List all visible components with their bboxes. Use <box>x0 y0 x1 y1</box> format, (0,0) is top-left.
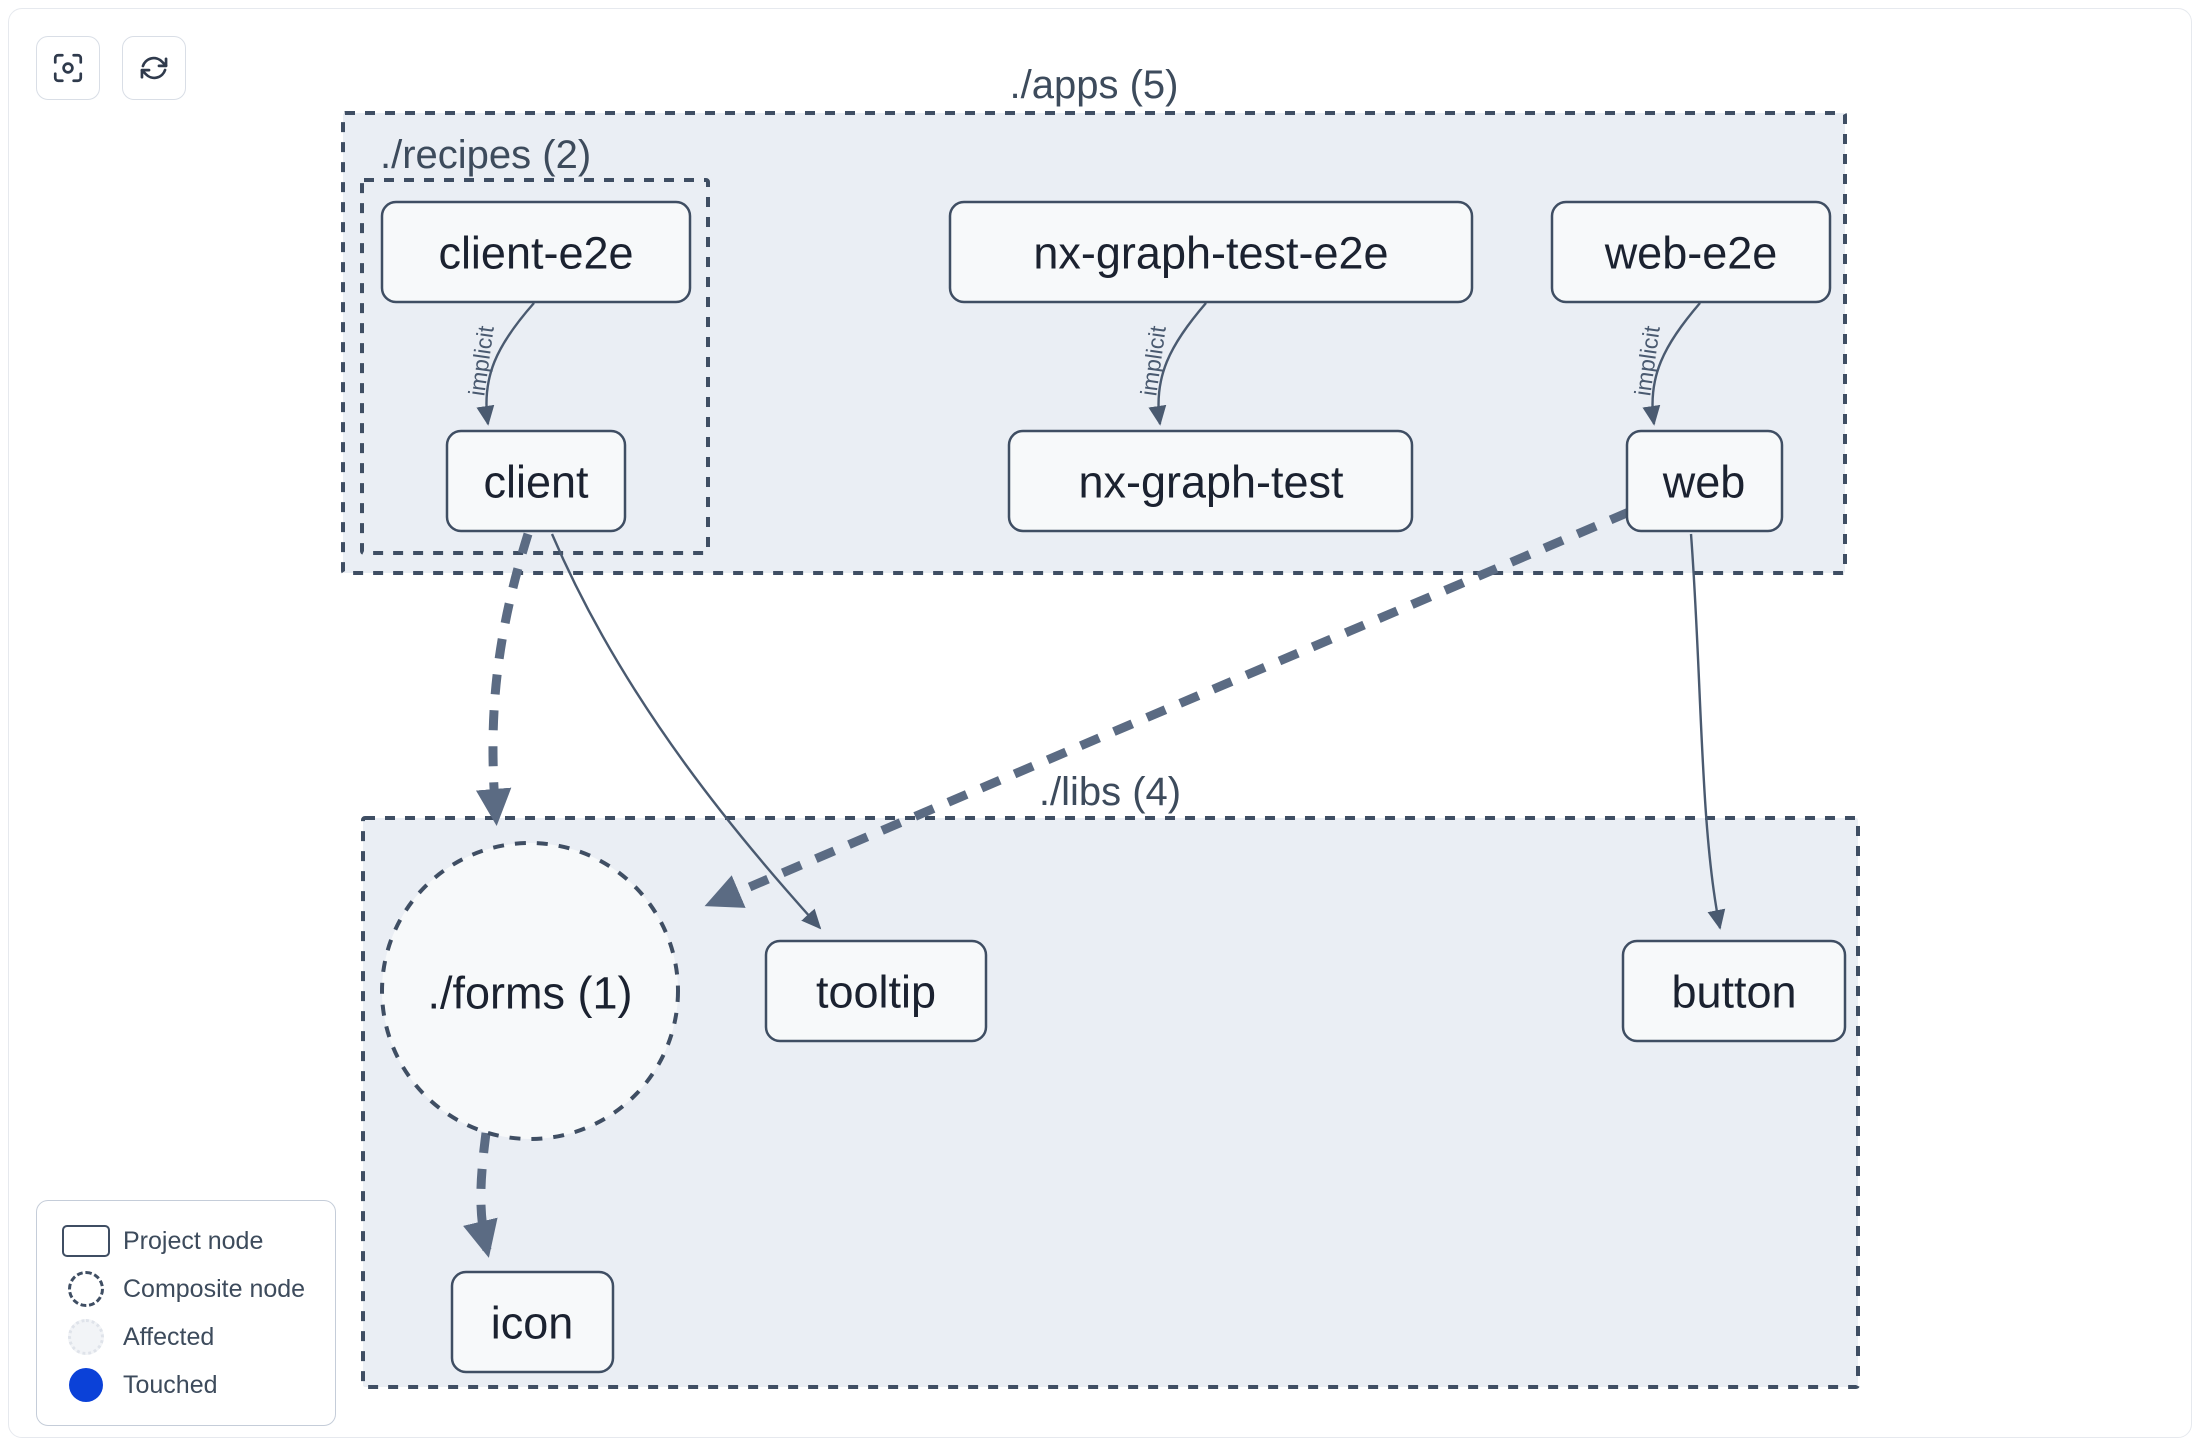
node-button[interactable]: button <box>1621 939 1847 1043</box>
legend-label-composite-node: Composite node <box>123 1274 306 1303</box>
node-icon-label: icon <box>491 1298 574 1349</box>
node-icon-rect[interactable] <box>450 1270 615 1374</box>
node-client-e2e[interactable]: client-e2e <box>380 200 692 304</box>
group-recipes-label: ./recipes (2) <box>380 133 591 177</box>
node-button-rect[interactable] <box>1621 939 1847 1043</box>
node-client[interactable]: client <box>445 429 627 533</box>
focus-target-icon <box>51 51 85 85</box>
node-forms-label: ./forms (1) <box>427 968 632 1019</box>
group-libs[interactable]: ./libs (4) <box>361 770 1860 1389</box>
node-tooltip-label: tooltip <box>816 967 936 1018</box>
legend-label-project-node: Project node <box>123 1226 264 1255</box>
node-nx-graph-test-e2e-label: nx-graph-test-e2e <box>1033 228 1388 279</box>
edge-client-to-tooltip[interactable] <box>550 533 822 930</box>
node-nx-graph-test[interactable]: nx-graph-test <box>1007 429 1414 533</box>
composite-node-swatch <box>55 1271 117 1307</box>
project-node-swatch <box>55 1225 117 1257</box>
graph-legend: Project node Composite node Affected Tou… <box>36 1200 336 1426</box>
node-web-e2e-label: web-e2e <box>1604 228 1778 279</box>
focus-graph-button[interactable] <box>36 36 100 100</box>
node-web-e2e[interactable]: web-e2e <box>1550 200 1832 304</box>
node-client-e2e-rect[interactable] <box>380 200 692 304</box>
legend-item-touched: Touched <box>55 1361 317 1409</box>
group-libs-rect[interactable] <box>361 816 1860 1389</box>
edge-web-to-button[interactable] <box>1689 533 1726 930</box>
edge-client-e2e-to-client-path[interactable] <box>476 302 535 426</box>
node-web-rect[interactable] <box>1625 429 1784 533</box>
edge-forms-to-icon[interactable] <box>463 1132 498 1258</box>
legend-label-touched: Touched <box>123 1370 218 1399</box>
legend-label-affected: Affected <box>123 1322 215 1351</box>
node-nx-graph-test-e2e-rect[interactable] <box>948 200 1474 304</box>
node-nx-graph-test-e2e[interactable]: nx-graph-test-e2e <box>948 200 1474 304</box>
edge-web-e2e-to-web-path[interactable] <box>1642 302 1701 426</box>
node-web-e2e-rect[interactable] <box>1550 200 1832 304</box>
node-icon[interactable]: icon <box>450 1270 615 1374</box>
node-web-label: web <box>1662 457 1746 508</box>
legend-item-affected: Affected <box>55 1313 317 1361</box>
affected-swatch <box>55 1319 117 1355</box>
node-nx-graph-test-label: nx-graph-test <box>1078 457 1344 508</box>
edge-client-to-forms[interactable] <box>475 532 533 827</box>
node-forms-circle[interactable] <box>380 841 680 1141</box>
node-client-label: client <box>483 457 589 508</box>
node-client-rect[interactable] <box>445 429 627 533</box>
node-client-e2e-label: client-e2e <box>438 228 633 279</box>
node-forms-composite[interactable]: ./forms (1) <box>380 841 680 1141</box>
node-nx-graph-test-rect[interactable] <box>1007 429 1414 533</box>
legend-item-project-node: Project node <box>55 1217 317 1265</box>
refresh-graph-button[interactable] <box>122 36 186 100</box>
node-web[interactable]: web <box>1625 429 1784 533</box>
node-tooltip[interactable]: tooltip <box>764 939 988 1043</box>
edge-web-to-forms[interactable] <box>704 507 1631 908</box>
graph-toolbar <box>36 36 186 100</box>
node-button-label: button <box>1671 967 1796 1018</box>
group-libs-label: ./libs (4) <box>1039 770 1181 814</box>
edge-nx-graph-test-e2e-to-nx-graph-test-path[interactable] <box>1148 302 1207 426</box>
node-tooltip-rect[interactable] <box>764 939 988 1043</box>
touched-swatch <box>55 1368 117 1402</box>
group-apps-label: ./apps (5) <box>1010 63 1179 107</box>
legend-item-composite-node: Composite node <box>55 1265 317 1313</box>
graph-edges: implicit implicit implicit <box>463 302 1726 1258</box>
refresh-icon <box>137 51 171 85</box>
